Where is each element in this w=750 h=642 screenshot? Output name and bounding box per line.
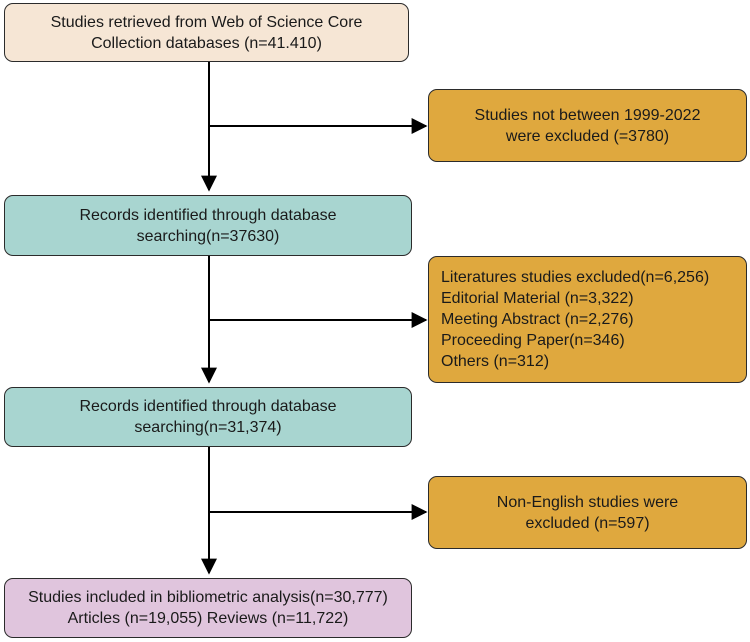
excluded-years-line-2: were excluded (=3780) <box>505 127 670 145</box>
excluded-language-box: Non-English studies were excluded (n=597… <box>428 476 747 549</box>
excluded-types-box: Literatures studies excluded(n=6,256) Ed… <box>428 256 747 383</box>
excluded-language-line-2: excluded (n=597) <box>525 514 650 532</box>
excluded-years-line-1: Studies not between 1999-2022 <box>474 106 701 124</box>
identified-2-line-2: searching(n=31,374) <box>134 419 282 436</box>
retrieved-line-2: Collection databases (n=41.410) <box>91 34 322 52</box>
included-line-1: Studies included in bibliometric analysi… <box>28 589 388 606</box>
excluded-types-line-4: Proceeding Paper(n=346) <box>441 332 625 349</box>
identified-1-line-2: searching(n=37630) <box>136 227 280 245</box>
excluded-years-box: Studies not between 1999-2022 were exclu… <box>428 89 747 162</box>
excluded-types-line-2: Editorial Material (n=3,322) <box>441 290 634 307</box>
included-line-2: Articles (n=19,055) Reviews (n=11,722) <box>67 610 349 627</box>
identified-1-box: Records identified through database sear… <box>4 195 412 256</box>
identified-1-line-1: Records identified through database <box>79 206 337 224</box>
included-box: Studies included in bibliometric analysi… <box>4 578 412 638</box>
excluded-types-line-1: Literatures studies excluded(n=6,256) <box>441 269 710 286</box>
identified-2-line-1: Records identified through database <box>79 398 337 415</box>
excluded-types-line-3: Meeting Abstract (n=2,276) <box>441 311 634 328</box>
retrieved-box: Studies retrieved from Web of Science Co… <box>4 3 409 62</box>
retrieved-line-1: Studies retrieved from Web of Science Co… <box>50 13 363 31</box>
excluded-types-line-5: Others (n=312) <box>441 353 550 370</box>
excluded-language-line-1: Non-English studies were <box>496 493 679 511</box>
identified-2-box: Records identified through database sear… <box>4 387 412 447</box>
